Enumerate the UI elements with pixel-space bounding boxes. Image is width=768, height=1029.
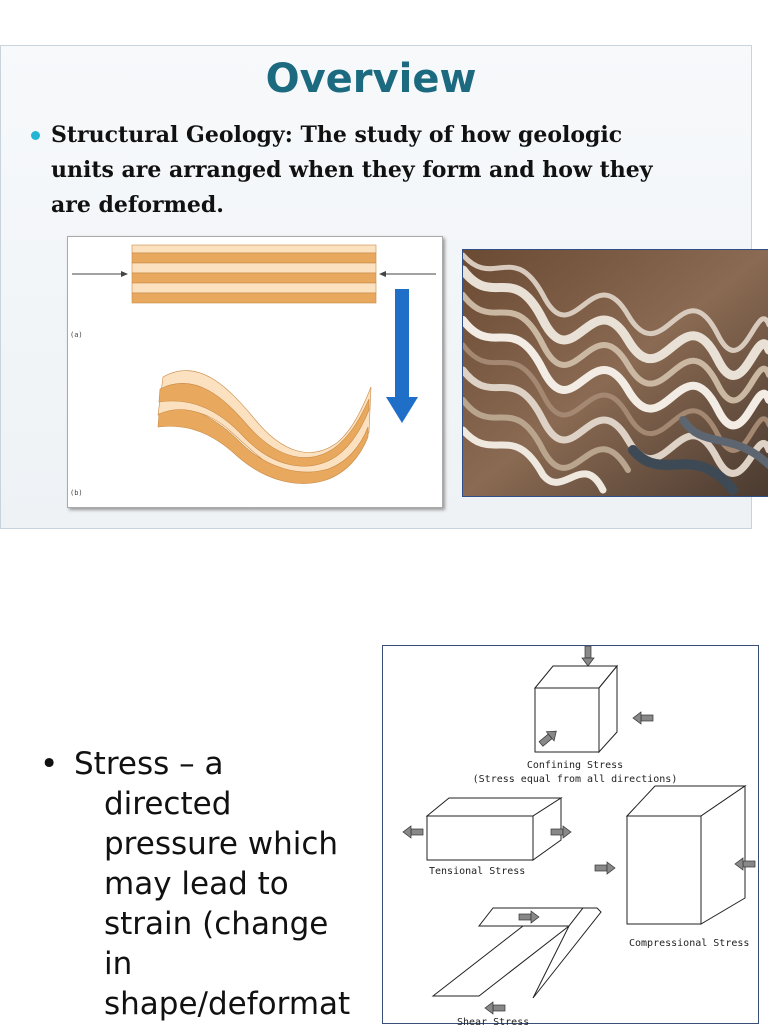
folding-diagram: (a) (b): [67, 236, 443, 508]
shear-label: Shear Stress: [457, 1017, 529, 1025]
bullet-structural-geology: Structural Geology: The study of how geo…: [31, 118, 721, 223]
bullet-line-3: are deformed.: [51, 192, 224, 218]
confining-label: Confining Stress: [527, 760, 623, 771]
tension-arrow-left-icon: [402, 825, 424, 839]
tensional-label: Tensional Stress: [429, 866, 525, 877]
compression-arrow-left-icon: [72, 271, 128, 277]
bullet-dot: [31, 131, 40, 140]
flat-layers: [131, 244, 377, 304]
compression-arrow-right-icon: [379, 271, 436, 277]
confining-arrow-top-icon: [581, 645, 595, 667]
bullet-line-2: units are arranged when they form and ho…: [51, 157, 653, 183]
stress-line-7: shape/deformat: [104, 986, 351, 1022]
tensional-stress-block: [425, 797, 563, 861]
confining-sublabel: (Stress equal from all directions): [473, 774, 678, 785]
stress-line-6: in: [104, 946, 133, 982]
stress-line-4: may lead to: [104, 866, 289, 902]
stress-line-1: Stress – a: [74, 746, 224, 782]
compressional-label: Compressional Stress: [629, 938, 749, 949]
folded-rock-photo: [458, 249, 768, 497]
stress-line-2: directed: [104, 786, 232, 822]
stress-line-5: strain (change: [104, 906, 329, 942]
stress-line-3: pressure which: [104, 826, 339, 862]
folded-layers: [157, 370, 372, 484]
down-arrow-icon: [386, 289, 418, 423]
figure-label-a: (a): [70, 331, 83, 339]
compressional-stress-block: [625, 785, 747, 925]
slide-title: Overview: [265, 56, 477, 102]
shear-stress-block: [431, 907, 602, 999]
bullet-line-1: Structural Geology: The study of how geo…: [51, 122, 623, 148]
confining-arrow-right-icon: [632, 711, 654, 725]
compression-arrow-left-icon: [594, 861, 616, 875]
bullet-mark: •: [40, 746, 59, 782]
slide-overview: Overview Structural Geology: The study o…: [0, 45, 768, 529]
stress-types-diagram: Confining Stress (Stress equal from all …: [382, 645, 759, 1028]
stress-definition: • Stress – a directed pressure which may…: [40, 744, 370, 1024]
shear-arrow-bottom-icon: [484, 1001, 506, 1015]
figure-label-b: (b): [70, 489, 83, 497]
